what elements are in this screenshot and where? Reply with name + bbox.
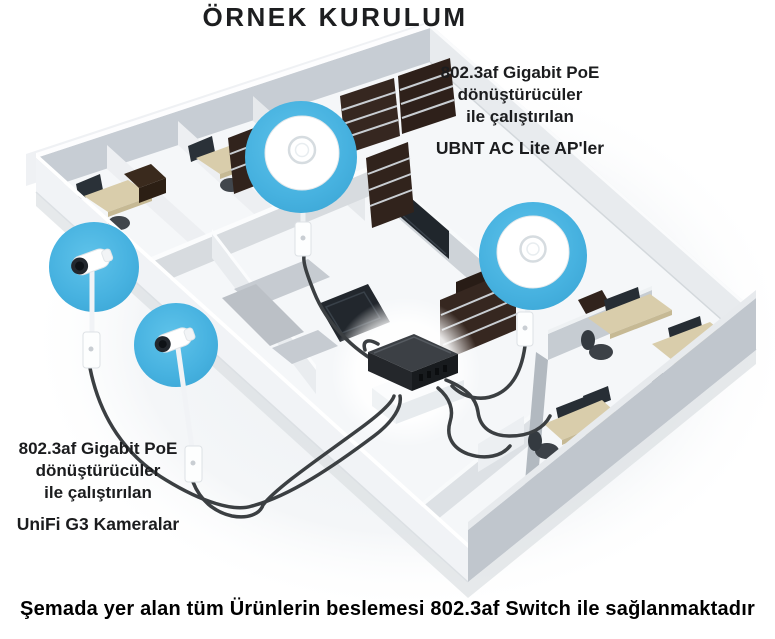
poe-cables [88,254,552,519]
cable-switch-to-ap-2 [450,344,527,400]
cable-hook [362,339,380,352]
camera-annotation-line: 802.3af Gigabit PoE [18,439,178,458]
ap-annotation-line: dönüştürücüler [457,85,583,104]
ap-device-1 [245,101,357,257]
camera-device-1 [49,222,139,369]
cable-switch-to-ap-1 [302,254,386,368]
camera-device-2 [134,303,218,483]
page-title: ÖRNEK KURULUM [202,2,468,32]
camera-annotation: 802.3af Gigabit PoE dönüştürücüler ile ç… [2,438,194,535]
ap-annotation: 802.3af Gigabit PoE dönüştürücüler ile ç… [405,62,635,159]
camera-annotation-line: ile çalıştırılan [44,483,152,502]
ap-device-2 [479,202,587,347]
ap-device-label: UBNT AC Lite AP'ler [435,138,605,158]
bottom-caption: Şemada yer alan tüm Ürünlerin beslemesi … [20,598,755,620]
furniture [76,58,730,459]
ap-annotation-line: ile çalıştırılan [466,107,574,126]
cable-switch-to-camera-1 [88,366,403,510]
switch-device [368,334,458,391]
cable-run-2 [436,386,512,459]
camera-annotation-line: dönüştürücüler [35,461,161,480]
cable-run-1 [444,378,552,438]
cable-switch-to-camera-2 [191,394,396,519]
ap-annotation-line: 802.3af Gigabit PoE [440,63,600,82]
camera-device-label: UniFi G3 Kameralar [16,514,180,534]
